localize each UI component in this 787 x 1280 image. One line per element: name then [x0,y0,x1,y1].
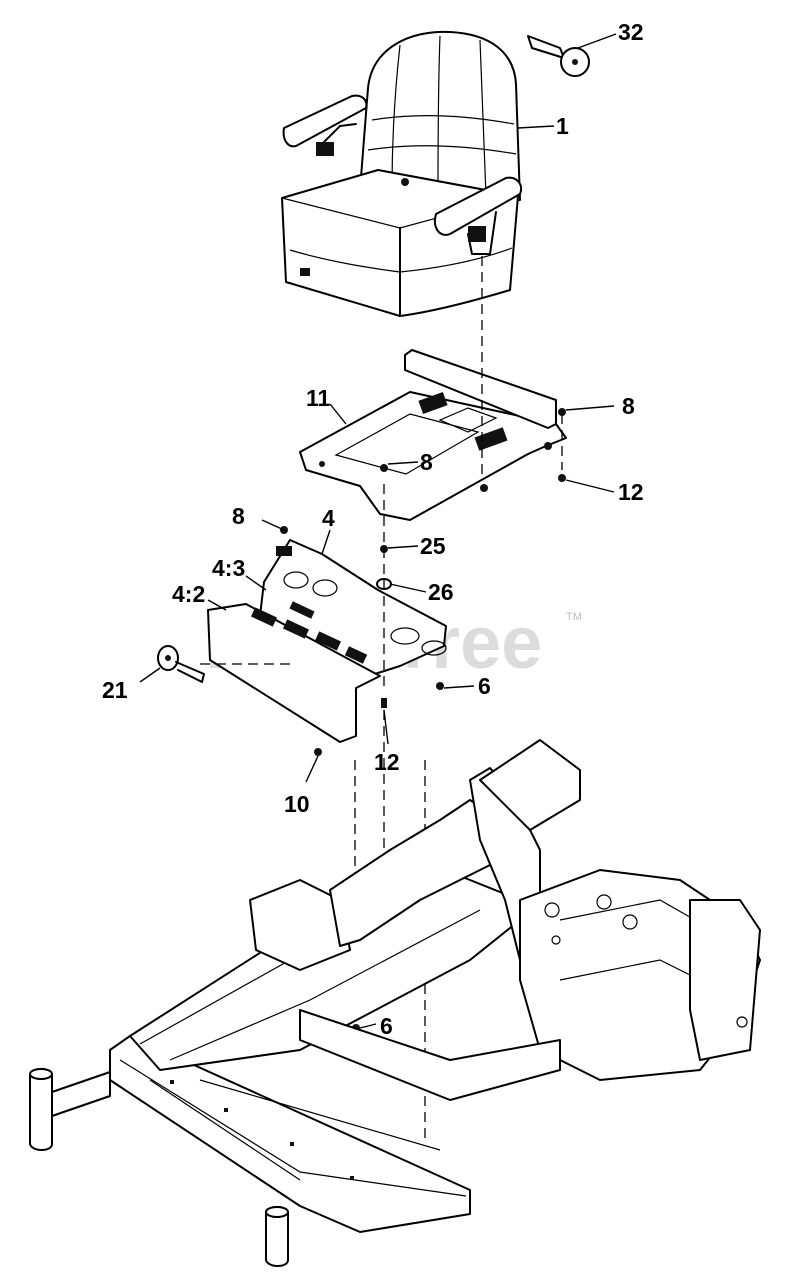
callout-4: 4 [322,505,335,531]
mower-main-frame [29,739,761,1267]
callout-8-pan-center: 8 [420,449,433,475]
callout-25: 25 [420,533,446,559]
callout-12-panel: 12 [374,749,400,775]
seat-mounting-pan [299,349,567,521]
watermark-trademark: TM [566,611,582,623]
callout-6-panel: 6 [478,673,491,699]
callout-6-frame: 6 [380,1013,393,1039]
callout-4-3: 4:3 [212,555,245,581]
callout-8-pan-right: 8 [622,393,635,419]
callout-numbers: 32 1 11 8 8 12 8 4 25 4:3 26 4:2 21 6 12… [102,19,644,1039]
callout-26: 26 [428,579,454,605]
callout-8-panel: 8 [232,503,245,529]
callout-12-pan: 12 [618,479,644,505]
ignition-key [157,645,205,683]
callout-4-2: 4:2 [172,581,205,607]
callout-11: 11 [306,385,331,411]
callout-1: 1 [556,113,569,139]
callout-leader-lines [139,33,617,1029]
callout-21: 21 [102,677,128,703]
callout-10: 10 [284,791,310,817]
seat-assembly [281,30,522,317]
callout-32: 32 [618,19,644,45]
operator-manual-bag [527,35,590,77]
seat-support-panel [207,539,447,743]
